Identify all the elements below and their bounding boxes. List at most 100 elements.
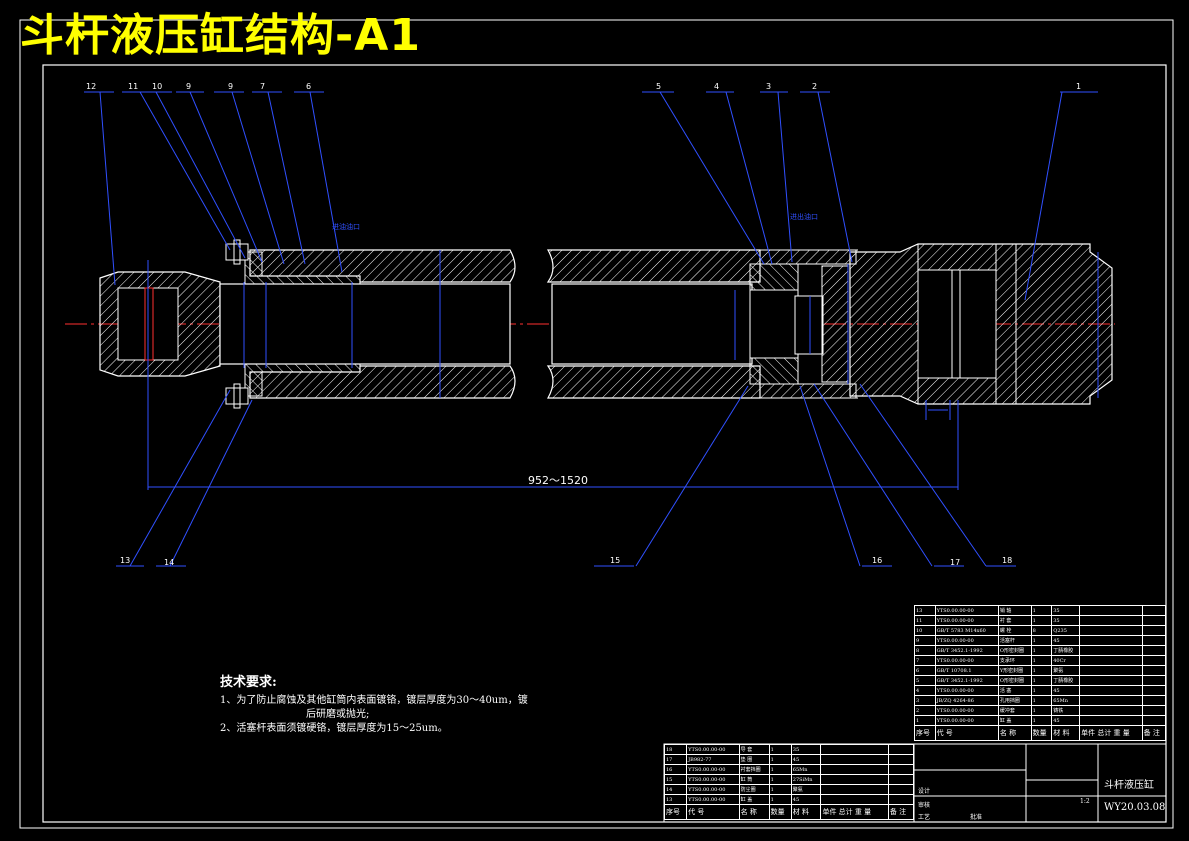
bom-cell-name: 防尘圈 — [738, 784, 770, 795]
bom-cell-mat: 丁腈橡胶 — [1051, 675, 1081, 686]
port-label-left: 进油油口 — [332, 223, 360, 231]
bom-cell-qty: 1 — [768, 744, 792, 755]
bom-cell-code: YTS0.00.00-00 — [934, 615, 999, 626]
overall-dimension: 952～1520 — [528, 474, 588, 487]
bom-cell-code: YTS0.00.00-00 — [934, 655, 999, 666]
callout: 17 — [950, 558, 961, 567]
piston-rod — [219, 283, 753, 365]
bom-cell-name: 螺 栓 — [997, 625, 1032, 636]
callout: 18 — [1002, 556, 1013, 565]
bom-cell-qty: 1 — [768, 794, 792, 805]
bom-cell-mat: 27SiMn — [790, 774, 822, 785]
bom-cell-code: YTS0.00.00-00 — [934, 705, 999, 716]
bom-cell-mat: 65Mn — [790, 764, 822, 775]
bom-cell-code: JB/ZQ 4264-86 — [934, 695, 999, 706]
bom-cell-mat: 35 — [1051, 615, 1081, 626]
bom-cell-empty — [1141, 715, 1167, 726]
bom-cell-name: 缓冲套 — [997, 705, 1032, 716]
cylinder-barrel — [225, 239, 858, 409]
callout: 11 — [128, 82, 139, 91]
bom-cell-code: YTS0.00.00-00 — [686, 784, 740, 795]
bom-cell-empty — [1079, 675, 1143, 686]
bom-cell-empty — [1079, 685, 1143, 696]
bom-header-cell: 单件 总计 重 量 — [1079, 725, 1143, 741]
bom-header-cell: 材 料 — [1051, 725, 1081, 741]
bom-cell-code: YTS0.00.00-00 — [934, 635, 999, 646]
bom-cell-code: YTS0.00.00-00 — [686, 744, 740, 755]
bom-cell-name: 缸 盖 — [997, 715, 1032, 726]
bom-cell-name: O形密封圈 — [997, 675, 1032, 686]
bom-cell-mat: 35 — [1051, 605, 1081, 616]
bom-cell-empty — [1079, 655, 1143, 666]
bom-cell-mat: 45 — [790, 794, 822, 805]
tech-line-1: 1、为了防止腐蚀及其他缸筒内表面镀铬，镀层厚度为30～40um，镀 — [220, 695, 528, 706]
title-block — [663, 743, 1167, 823]
bom-cell-empty — [1079, 715, 1143, 726]
drawing-number: WY20.03.08 — [1104, 802, 1166, 813]
bom-header-cell: 材 料 — [790, 804, 822, 820]
tech-heading: 技术要求: — [220, 675, 277, 690]
bom-cell-no: 1 — [914, 715, 936, 726]
bom-cell-empty — [1079, 645, 1143, 656]
bom-cell-name: Y形密封圈 — [997, 665, 1032, 676]
rod-eye-left — [99, 271, 221, 377]
bom-cell-name: 垫 圈 — [738, 754, 770, 765]
bom-cell-no: 16 — [663, 764, 688, 775]
bom-header-cell: 数量 — [1030, 725, 1053, 741]
bom-cell-no: 10 — [914, 625, 936, 636]
bom-cell-empty — [887, 754, 915, 765]
bom-cell-mat: 45 — [790, 754, 822, 765]
bom-header-cell: 单件 总计 重 量 — [820, 804, 889, 820]
bom-cell-empty — [1141, 655, 1167, 666]
bom-cell-qty: 1 — [1030, 655, 1053, 666]
callout: 5 — [656, 82, 662, 91]
bom-cell-empty — [887, 744, 915, 755]
bom-cell-code: JB982-77 — [686, 754, 740, 765]
bom-header-row: 序号代 号名 称数量材 料单件 总计 重 量备 注 — [914, 725, 1167, 741]
bom-cell-mat: 聚氨 — [1051, 665, 1081, 676]
bom-cell-name: 衬套挡圈 — [738, 764, 770, 775]
bom-cell-qty: 1 — [1030, 705, 1053, 716]
bom-cell-mat: 45 — [1051, 635, 1081, 646]
bom-cell-empty — [887, 774, 915, 785]
bom-header-cell: 名 称 — [738, 804, 770, 820]
callout: 16 — [872, 556, 883, 565]
bom-cell-name: 活塞杆 — [997, 635, 1032, 646]
outer-frame — [19, 19, 1174, 829]
bom-cell-empty — [1079, 705, 1143, 716]
bom-cell-no: 14 — [663, 784, 688, 795]
bom-cell-empty — [887, 794, 915, 805]
bom-cell-qty: 1 — [768, 754, 792, 765]
callout: 6 — [306, 82, 312, 91]
bom-cell-qty: 8 — [1030, 625, 1053, 636]
bom-cell-qty: 1 — [1030, 695, 1053, 706]
callout: 10 — [152, 82, 163, 91]
bom-cell-empty — [1079, 615, 1143, 626]
bom-cell-name: 支承环 — [997, 655, 1032, 666]
bom-cell-empty — [1141, 605, 1167, 616]
bom-cell-code: GB/T 5783 M14x60 — [934, 625, 999, 636]
bom-cell-mat: 45 — [1051, 685, 1081, 696]
bom-cell-qty: 1 — [768, 764, 792, 775]
bom-cell-code: GB/T 3452.1-1992 — [934, 675, 999, 686]
bom-cell-code: YTS0.00.00-00 — [934, 685, 999, 696]
port-label-right: 进出油口 — [790, 213, 818, 221]
bom-cell-empty — [1079, 625, 1143, 636]
bom-cell-no: 15 — [663, 774, 688, 785]
bom-cell-name: 销 轴 — [997, 605, 1032, 616]
bom-cell-empty — [1079, 605, 1143, 616]
bom-header-cell: 备 注 — [1141, 725, 1167, 741]
bom-cell-name: 缸 盖 — [738, 794, 770, 805]
